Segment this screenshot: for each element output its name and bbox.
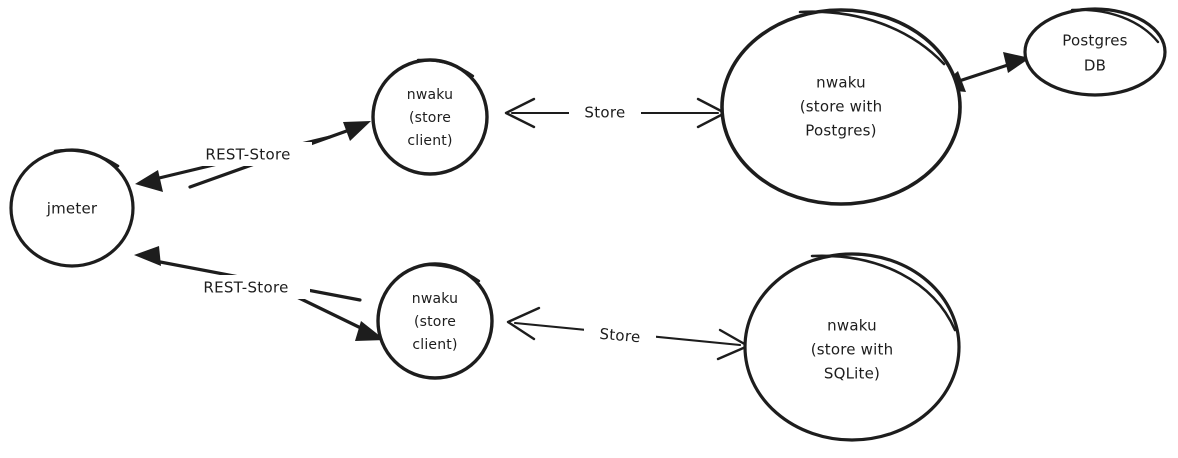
- node-jmeter[interactable]: jmeter: [9, 148, 135, 268]
- edge-store-top[interactable]: Store: [504, 97, 727, 129]
- node-nwaku-postgres-label-line-2: (store with: [800, 98, 883, 116]
- edge-label-rest-store-top: REST-Store: [205, 146, 290, 164]
- node-store-client-bottom-label-line-2: (store: [414, 314, 456, 330]
- node-store-client-top-label-line-1: nwaku: [407, 87, 453, 103]
- edge-label-bg-rest-store-top: [184, 142, 312, 166]
- arrowhead-left-top: [135, 170, 163, 192]
- edge-label-store-bottom: Store: [599, 325, 642, 347]
- node-jmeter-label-line-1: jmeter: [46, 200, 98, 218]
- arrowhead-open-left-store-bottom: [506, 306, 541, 341]
- edge-label-bg-store-top: [569, 101, 641, 125]
- node-nwaku-sqlite-shape: [743, 252, 961, 442]
- edge-jmeter-to-store-client-top[interactable]: REST-Store: [135, 121, 371, 192]
- node-store-client-bottom-label-line-1: nwaku: [412, 291, 458, 307]
- node-postgres-db-label-line-1: Postgres: [1062, 32, 1127, 50]
- node-nwaku-postgres[interactable]: nwaku (store with Postgres): [720, 8, 962, 206]
- node-postgres-db-label-line-2: DB: [1084, 57, 1106, 75]
- edge-label-store-top: Store: [584, 104, 625, 122]
- edge-line-rest-store-bottom-right: [295, 295, 369, 333]
- edge-label-bg-rest-store-bottom: [182, 275, 310, 299]
- node-postgres-db-sketch-overstroke: [1070, 8, 1160, 44]
- node-nwaku-sqlite-sketch-overstroke: [810, 254, 957, 332]
- node-nwaku-sqlite-label-line-2: (store with: [811, 341, 894, 359]
- node-jmeter-sketch-overstroke: [53, 149, 120, 168]
- edge-label-bg-store-bottom: [584, 324, 656, 348]
- node-nwaku-postgres-shape: [720, 8, 962, 206]
- node-postgres-db-shape: [1023, 7, 1167, 97]
- node-store-client-top-sketch-overstroke: [416, 58, 475, 78]
- node-store-client-bottom-sketch-overstroke: [421, 263, 481, 283]
- arrowhead-to-db: [1003, 52, 1030, 73]
- arrowhead-open-left-store-top: [504, 97, 536, 129]
- node-nwaku-sqlite-label-line-1: nwaku: [827, 317, 877, 335]
- arrowhead-right-bottom: [355, 321, 385, 341]
- node-nwaku-sqlite-label-line-3: SQLite): [824, 365, 880, 383]
- node-store-client-top-label-line-2: (store: [409, 110, 451, 126]
- arrowhead-right-top: [343, 121, 371, 141]
- node-store-client-bottom-label-line-3: client): [412, 337, 457, 353]
- edge-jmeter-to-store-client-bottom[interactable]: REST-Store: [134, 246, 385, 341]
- node-store-client-top[interactable]: nwaku (store client): [371, 58, 489, 176]
- node-store-client-top-label-line-3: client): [407, 133, 452, 149]
- node-nwaku-postgres-label-line-1: nwaku: [816, 74, 866, 92]
- edge-label-rest-store-bottom: REST-Store: [203, 279, 288, 297]
- node-nwaku-sqlite[interactable]: nwaku (store with SQLite): [743, 252, 961, 442]
- arrowhead-left-bottom: [134, 246, 161, 266]
- edge-store-bottom[interactable]: Store: [506, 306, 750, 361]
- node-nwaku-postgres-sketch-overstroke: [798, 10, 946, 66]
- node-nwaku-postgres-label-line-3: Postgres): [805, 122, 876, 140]
- node-store-client-bottom[interactable]: nwaku (store client): [376, 262, 494, 380]
- node-postgres-db[interactable]: Postgres DB: [1023, 7, 1167, 97]
